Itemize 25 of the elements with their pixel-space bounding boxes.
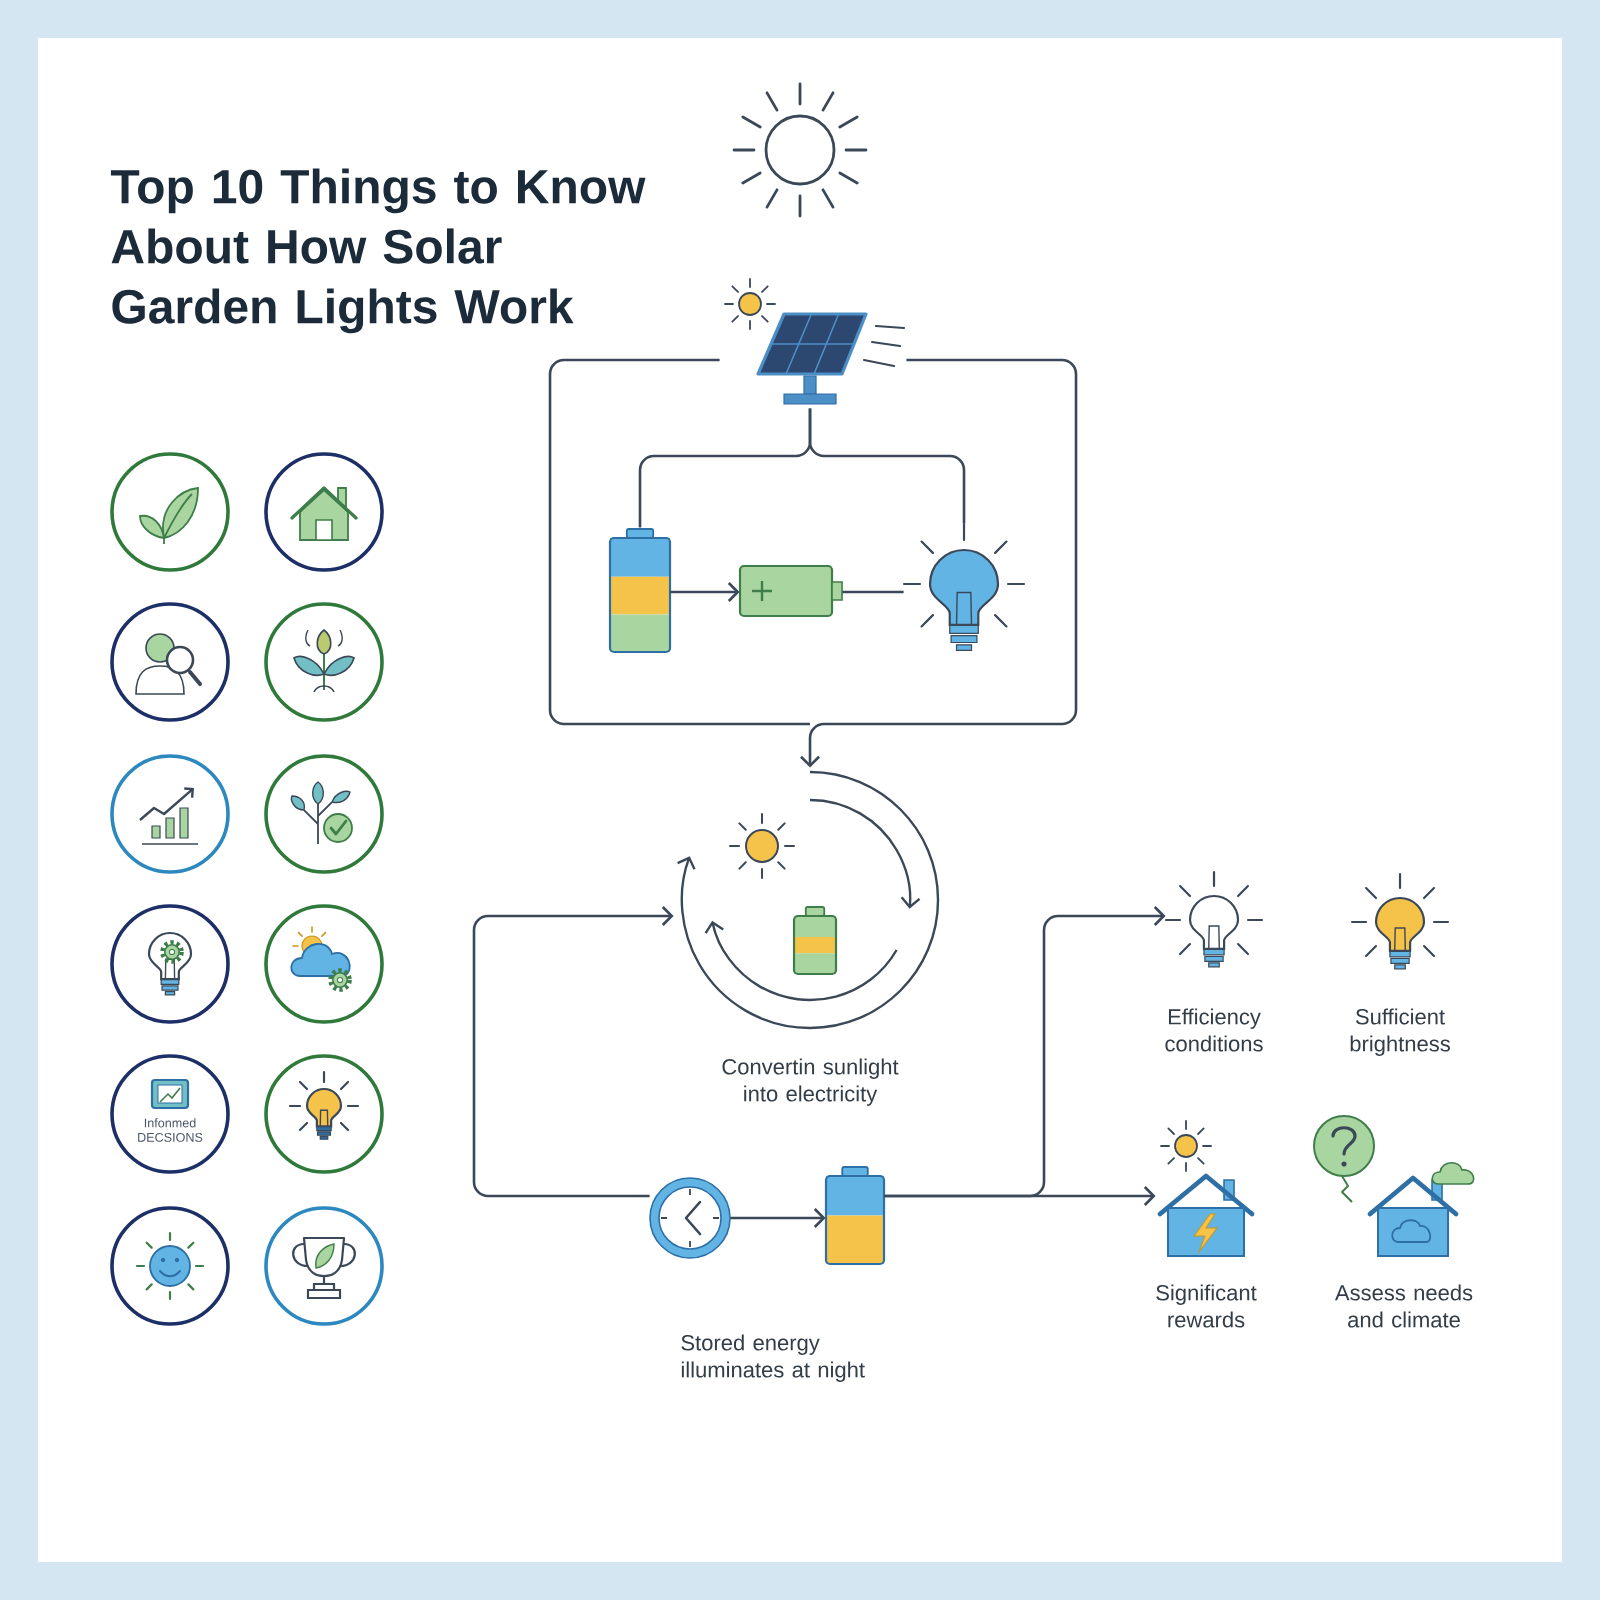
clock-icon: [649, 1177, 731, 1259]
solar-house-icon: [1157, 1120, 1255, 1257]
node-label: Efficiency conditions: [1165, 1008, 1263, 1052]
solar-panel-icon: [724, 278, 906, 405]
arrow: [800, 358, 1078, 768]
battery-icon: [608, 528, 672, 654]
light-bulb-icon: [1350, 872, 1450, 970]
title: Top 10 Things to Know About How Solar Garden Lights Work: [110, 168, 646, 334]
battery-icon: [824, 1166, 886, 1266]
arrow: [670, 582, 740, 602]
node-label: Sufficient brightness: [1350, 1008, 1450, 1056]
caption: Stored energy illuminates at night: [681, 1334, 865, 1382]
node-label: Significant rewards: [1156, 1284, 1257, 1328]
charging-cycle-icon: [677, 770, 940, 1030]
battery-icon: [738, 564, 843, 618]
arrow: [884, 1186, 1156, 1206]
node-label: Assess needs and climate: [1334, 1284, 1473, 1328]
house-question-icon: [1313, 1115, 1475, 1257]
light-bulb-icon: [1164, 870, 1264, 968]
arrow: [472, 906, 674, 1198]
connector-line: [842, 590, 904, 594]
arrow: [730, 1208, 826, 1228]
connector-line: [808, 408, 966, 524]
light-bulb-icon: [902, 522, 1026, 651]
node-label: Convertin sunlight into electricity: [722, 1058, 899, 1106]
